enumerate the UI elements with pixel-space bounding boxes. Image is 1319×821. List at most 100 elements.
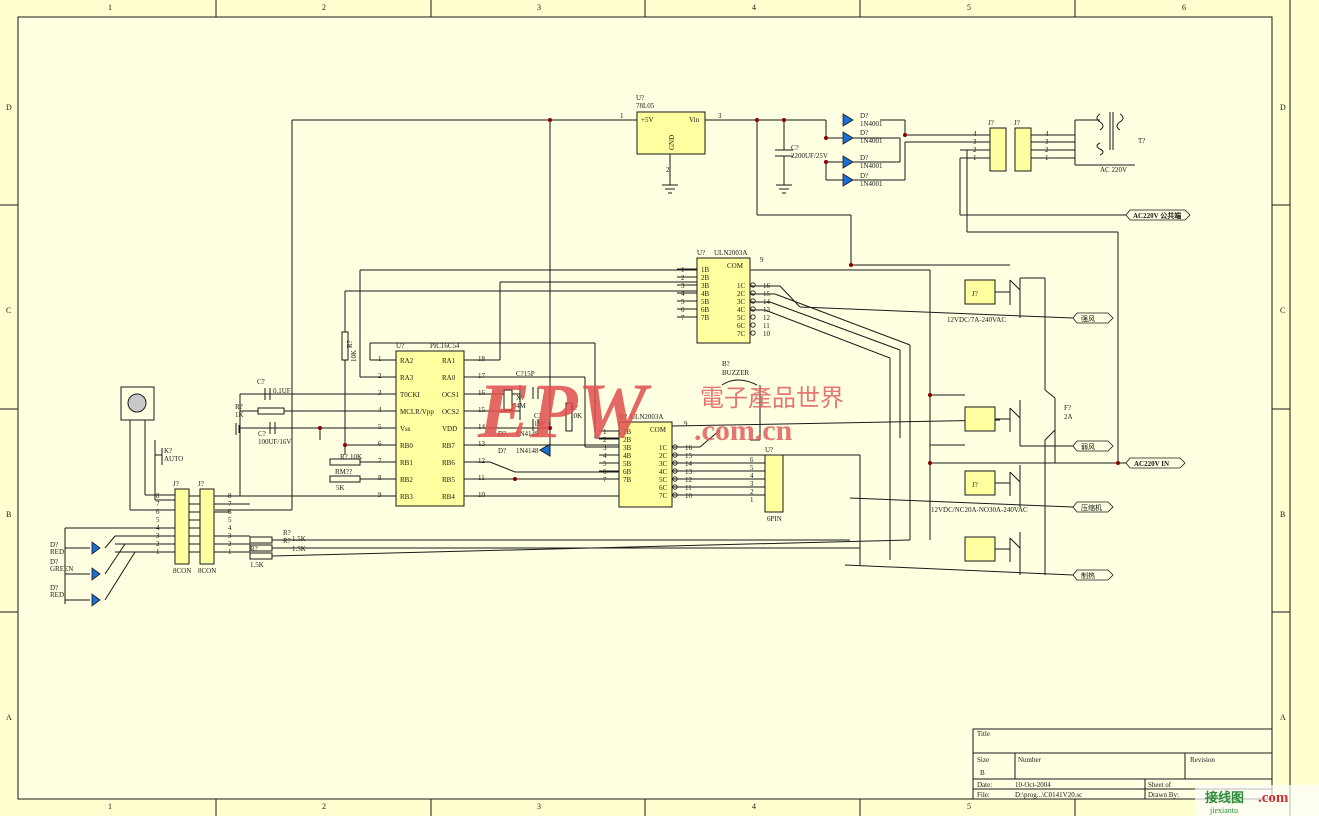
col-label: 3	[537, 802, 541, 811]
pin-number: 3	[718, 112, 722, 120]
sheet-label: Sheet of	[1148, 781, 1172, 789]
date-value: 10-Oct-2004	[1015, 781, 1051, 789]
pin-number: 4	[228, 524, 232, 532]
pin-number: 4	[681, 290, 685, 298]
regulator-part: 78L05	[636, 102, 655, 110]
col-label: 3	[537, 3, 541, 12]
col-label: 4	[752, 802, 756, 811]
mcu-pin-label: RB5	[442, 476, 455, 484]
pin-number: 6	[681, 306, 685, 314]
col-label: 5	[967, 802, 971, 811]
row-label: D	[6, 103, 12, 112]
net-label-compressor: 压缩机	[1072, 501, 1114, 513]
transformer-ref: T?	[1138, 137, 1145, 145]
site-logo-cn: 接线图	[1205, 790, 1244, 805]
pin-number: 10	[763, 330, 771, 338]
svg-text:1N4001: 1N4001	[860, 180, 883, 188]
left-passive-labels: R? 10K C? 0.1UF R? 1K C? 100UF/16V R? 10…	[235, 340, 362, 492]
drawn-by-label: Drawn By:	[1148, 791, 1179, 799]
transformer-t	[1031, 112, 1135, 166]
junction-dots	[318, 118, 1120, 481]
svg-text:D?: D?	[860, 154, 868, 162]
pin-number: 17	[478, 372, 486, 380]
mcu-pin-label: RB3	[400, 493, 413, 501]
buzzer-label: BUZZER	[722, 369, 750, 377]
pin-number: 7	[681, 314, 685, 322]
svg-text:GREEN: GREEN	[50, 565, 73, 573]
svg-text:0.1UF: 0.1UF	[273, 387, 291, 395]
uln2003a-bottom	[618, 421, 673, 508]
pin-number: 11	[478, 474, 485, 482]
pin-number: 2	[666, 166, 670, 174]
bridge-diode-labels: D? 1N4001 D? 1N4001 D? 1N4001 D? 1N4001	[860, 112, 883, 188]
row-label: A	[6, 713, 12, 722]
auto-key-label: AUTO	[164, 455, 183, 463]
relay-labels: J? 12VDC/7A-240VAC J? 12VDC/NC20A-NO30A-…	[931, 290, 1073, 514]
svg-text:10K: 10K	[570, 412, 582, 420]
svg-text:1: 1	[973, 154, 977, 162]
svg-text:弱风: 弱风	[1081, 443, 1095, 451]
left-passives	[235, 331, 361, 483]
led-labels: D?RED D?GREEN D?RED	[50, 541, 73, 599]
pin-number: 6	[378, 440, 382, 448]
svg-text:D?: D?	[50, 541, 58, 549]
oscillator	[503, 387, 573, 457]
svg-text:ULN2003A: ULN2003A	[714, 249, 747, 257]
svg-text:4: 4	[1045, 130, 1049, 138]
pin-number: 2	[603, 436, 607, 444]
mcu-pin-label: RA2	[400, 357, 414, 365]
mcu-pin-label: VDD	[442, 425, 457, 433]
pin-number: 16	[685, 444, 693, 452]
row-label: C	[1280, 306, 1285, 315]
uln-input-label: 5B	[623, 460, 632, 468]
pin-number: 14	[685, 460, 693, 468]
svg-text:D?: D?	[50, 558, 58, 566]
status-leds	[91, 541, 101, 607]
svg-text:4: 4	[750, 472, 754, 480]
regulator-ref: U?	[636, 94, 644, 102]
pin-number: 8	[378, 474, 382, 482]
transformer-label: AC 220V	[1100, 166, 1127, 174]
svg-text:4: 4	[973, 130, 977, 138]
epw-domain-text: .com.cn	[694, 414, 793, 447]
site-watermark: 接线图 .com jiexiantu	[1195, 785, 1319, 816]
net-label-heat: 制热	[1072, 569, 1114, 581]
file-label: File:	[977, 791, 990, 799]
uln-output-label: 2C	[659, 452, 668, 460]
pin-number: 12	[478, 457, 486, 465]
svg-text:8CON: 8CON	[173, 567, 191, 575]
svg-text:COM: COM	[727, 262, 744, 270]
col-label: 2	[322, 802, 326, 811]
col-label: 1	[108, 3, 112, 12]
svg-text:1.5K: 1.5K	[292, 535, 306, 543]
uln-input-label: 2B	[623, 436, 632, 444]
pin-number: 5	[603, 460, 607, 468]
svg-text:8CON: 8CON	[198, 567, 216, 575]
net-label-weak-fan: 弱风	[1072, 440, 1114, 452]
uln2003a-top	[696, 257, 751, 344]
svg-text:J?: J?	[1014, 119, 1020, 127]
svg-text:6PIN: 6PIN	[767, 515, 782, 523]
col-label: 5	[967, 3, 971, 12]
svg-text:R?: R?	[250, 545, 258, 553]
svg-text:100UF/16V: 100UF/16V	[258, 438, 291, 446]
svg-text:15P: 15P	[534, 420, 545, 428]
open-collector-pin	[750, 298, 756, 304]
svg-text:U?: U?	[765, 446, 773, 454]
svg-text:5: 5	[750, 464, 754, 472]
mcu-pic16c54	[395, 350, 465, 507]
uln-input-label: 2B	[701, 274, 710, 282]
oscillator-labels: C?15P X?4M C?15P R?10K D?1N4148 D?1N4148	[498, 370, 582, 455]
svg-text:ULN2003A: ULN2003A	[630, 413, 663, 421]
title-block	[972, 728, 1273, 800]
row-label: D	[1280, 103, 1286, 112]
site-logo-url: jiexiantu	[1209, 806, 1238, 815]
svg-text:D?: D?	[498, 447, 506, 455]
open-collector-pin	[750, 330, 756, 336]
svg-text:制热: 制热	[1081, 571, 1095, 580]
mcu-pin-label: RB4	[442, 493, 455, 501]
conn6-pins: 65 43 21	[750, 456, 754, 504]
mcu-pin-label: RA0	[442, 374, 456, 382]
